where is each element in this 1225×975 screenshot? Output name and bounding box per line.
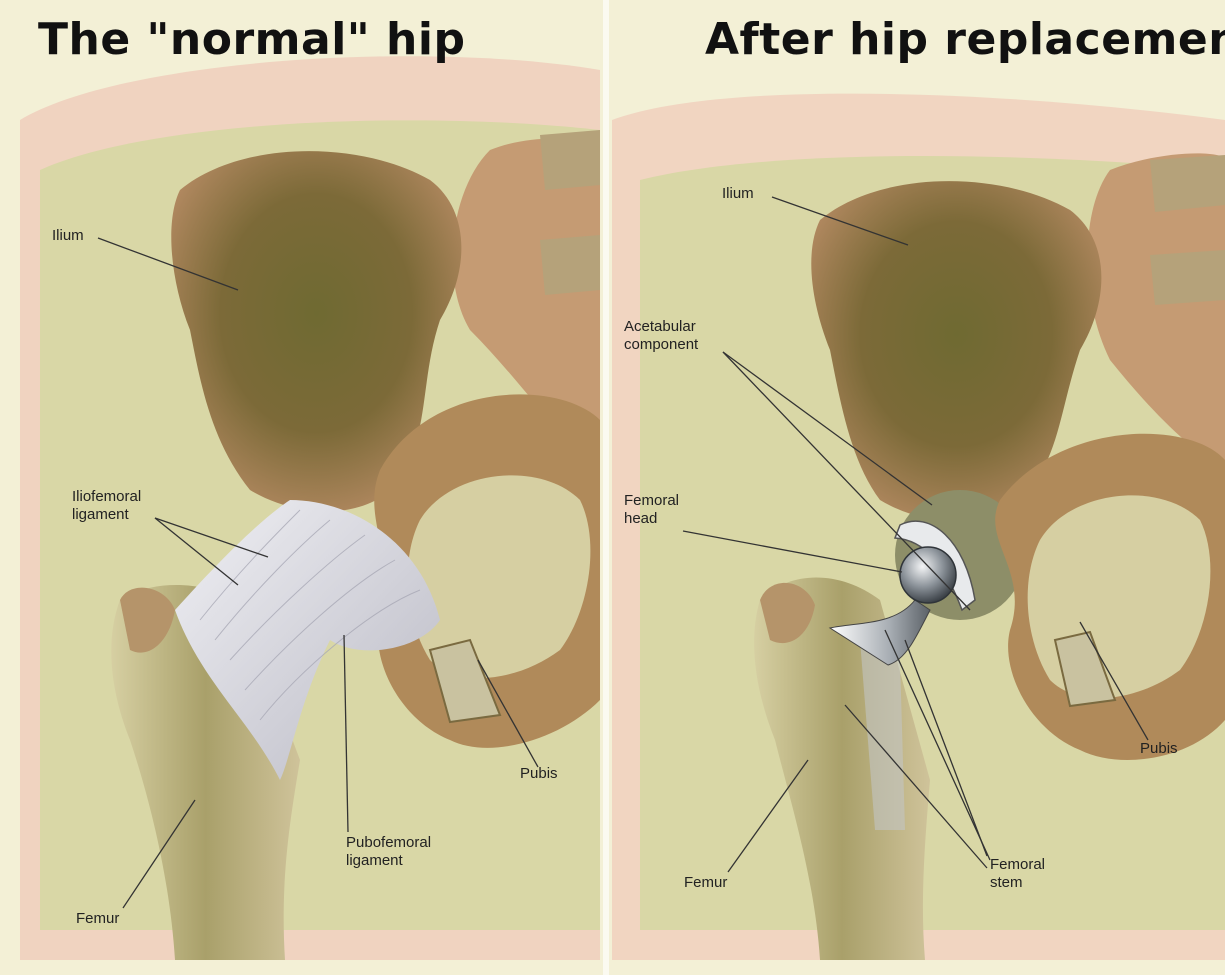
label-pubis-right: Pubis (1140, 740, 1178, 758)
label-femoral-head: Femoral head (624, 492, 679, 528)
right-panel-title: After hip replacement (705, 14, 1225, 65)
femoral-head-implant (900, 547, 956, 603)
label-acetabular-component: Acetabular component (624, 318, 698, 354)
label-ilium-right: Ilium (722, 185, 754, 203)
label-femur-right: Femur (684, 874, 727, 892)
label-ilium-left: Ilium (52, 227, 84, 245)
left-panel-title: The "normal" hip (38, 14, 465, 65)
label-femur-left: Femur (76, 910, 119, 928)
label-iliofemoral-ligament: Iliofemoral ligament (72, 488, 141, 524)
panel-divider (603, 0, 609, 975)
label-pubofemoral-ligament: Pubofemoral ligament (346, 834, 431, 870)
label-femoral-stem: Femoral stem (990, 856, 1045, 892)
label-pubis-left: Pubis (520, 765, 558, 783)
right-panel-artwork (612, 94, 1225, 960)
